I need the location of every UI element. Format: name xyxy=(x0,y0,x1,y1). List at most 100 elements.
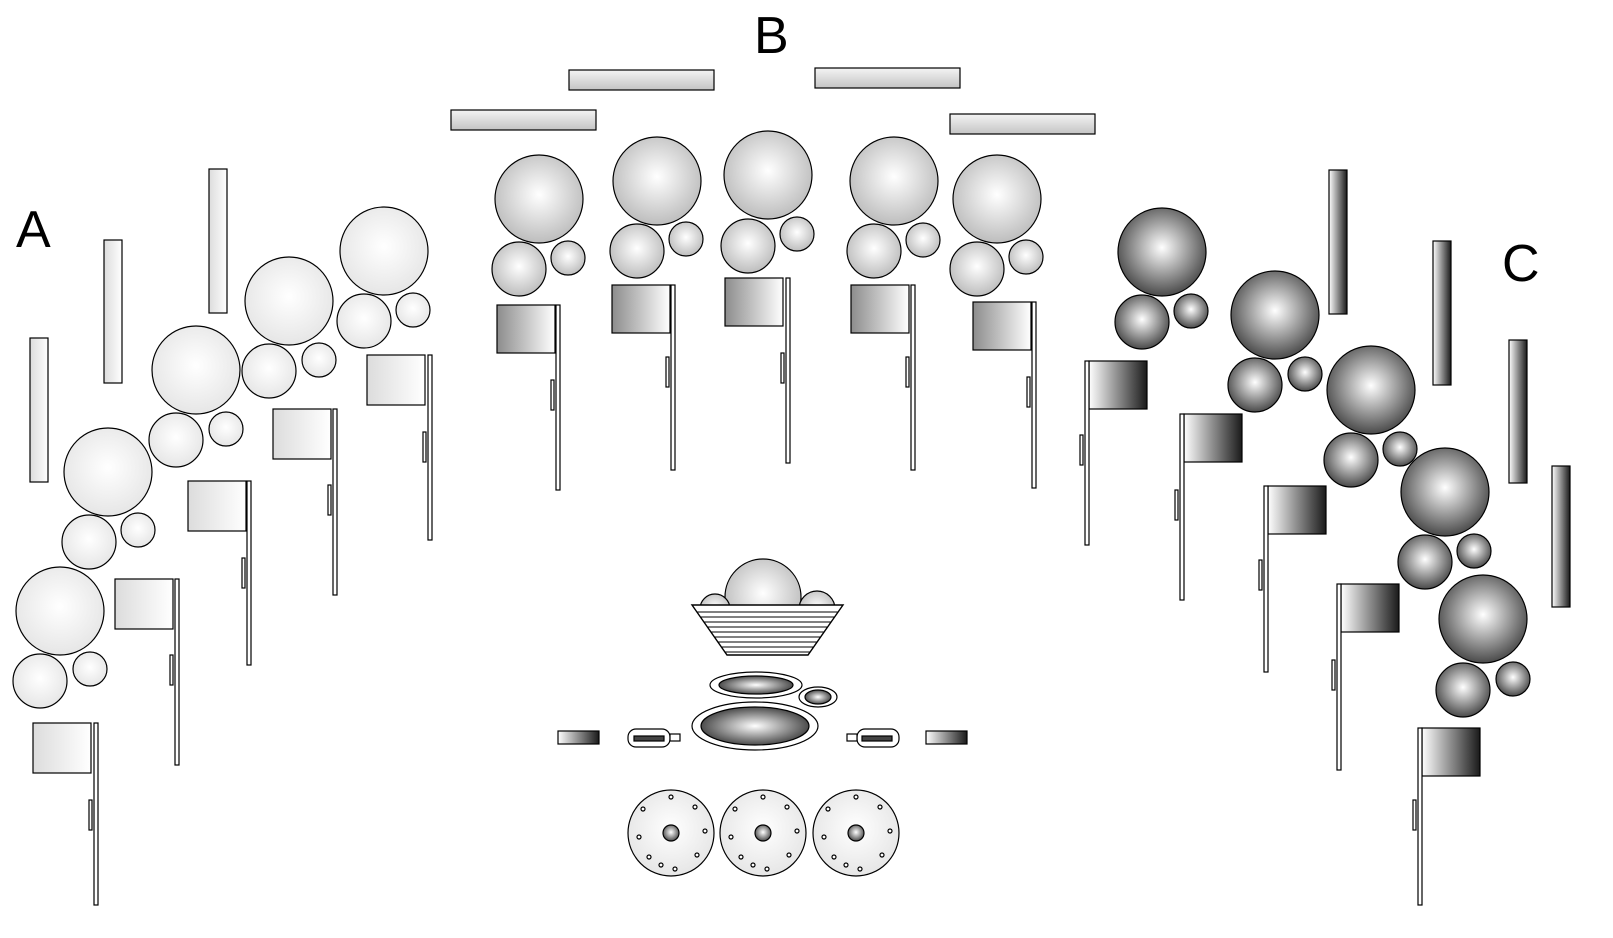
b-horizontal-bar-3 xyxy=(814,67,961,89)
b-drum-1 xyxy=(494,154,584,244)
a-tom-1 xyxy=(12,653,68,709)
b-flag-5-clip xyxy=(1026,376,1031,408)
a-vertical-bar-1 xyxy=(29,337,49,483)
c-flag-4-pole xyxy=(1336,583,1342,771)
c-vertical-bar-2 xyxy=(1432,240,1452,386)
a-flag-2-pole xyxy=(174,578,180,766)
center-plate-hub-2 xyxy=(754,824,772,842)
center-plate-1-dot-9 xyxy=(658,862,664,868)
center-plate-2-dot-3 xyxy=(738,854,744,860)
a-vertical-bar-2 xyxy=(103,239,123,384)
c-vertical-bar-3 xyxy=(1508,339,1528,484)
center-plate-hub-1 xyxy=(662,824,680,842)
b-flag-3-pole xyxy=(785,277,791,464)
center-large-bowl xyxy=(700,706,810,746)
b-small-tom-5 xyxy=(1008,239,1044,275)
a-flag-1-clip xyxy=(88,799,93,831)
center-plate-3-dot-7 xyxy=(887,828,893,834)
b-flag-1-box xyxy=(496,304,556,354)
b-flag-2-clip xyxy=(665,356,670,388)
center-plate-3-dot-8 xyxy=(879,852,885,858)
a-small-tom-2 xyxy=(120,512,156,548)
a-flag-5-clip xyxy=(422,431,427,463)
c-drum-4 xyxy=(1400,447,1490,537)
a-small-tom-3 xyxy=(208,411,244,447)
center-left-shaker-tip xyxy=(669,733,681,742)
b-drum-4 xyxy=(849,136,939,226)
c-tom-4 xyxy=(1397,534,1453,590)
b-flag-3-clip xyxy=(780,352,785,384)
a-flag-4-box xyxy=(272,408,332,460)
b-tom-3 xyxy=(720,218,776,274)
a-tom-3 xyxy=(148,412,204,468)
b-flag-3-box xyxy=(724,277,784,327)
center-right-shaker-tip xyxy=(846,733,858,742)
b-flag-4-clip xyxy=(905,356,910,388)
c-flag-1-pole xyxy=(1084,360,1090,546)
c-drum-2 xyxy=(1230,270,1320,360)
center-plate-3-dot-2 xyxy=(821,834,827,840)
b-tom-4 xyxy=(846,223,902,279)
b-flag-5-pole xyxy=(1031,301,1037,489)
a-flag-2-clip xyxy=(169,654,174,686)
c-flag-3-clip xyxy=(1258,559,1263,591)
a-small-tom-1 xyxy=(72,651,108,687)
c-flag-1-box xyxy=(1088,360,1148,410)
c-flag-2-clip xyxy=(1174,489,1179,521)
center-plate-3-dot-3 xyxy=(831,854,837,860)
a-flag-5-box xyxy=(366,354,426,406)
a-tom-2 xyxy=(61,514,117,570)
c-tom-5 xyxy=(1435,662,1491,718)
b-flag-5-box xyxy=(972,301,1032,351)
a-vertical-bar-3 xyxy=(208,168,228,314)
a-drum-4 xyxy=(244,256,334,346)
c-flag-5-clip xyxy=(1412,799,1417,831)
c-small-tom-4 xyxy=(1456,533,1492,569)
a-small-tom-4 xyxy=(301,342,337,378)
center-plate-3-dot-5 xyxy=(857,866,863,872)
c-flag-1-clip xyxy=(1079,434,1084,466)
section-label-a: A xyxy=(16,201,51,259)
c-flag-2-box xyxy=(1183,413,1243,463)
center-plate-2-dot-4 xyxy=(760,794,766,800)
b-small-tom-2 xyxy=(668,221,704,257)
center-left-block xyxy=(557,730,600,745)
b-drum-3 xyxy=(723,130,813,220)
c-small-tom-2 xyxy=(1287,356,1323,392)
center-plate-1-dot-5 xyxy=(672,866,678,872)
b-flag-1-clip xyxy=(550,379,555,411)
center-plate-2-dot-9 xyxy=(750,862,756,868)
c-tom-2 xyxy=(1227,357,1283,413)
center-plate-3-dot-1 xyxy=(825,806,831,812)
b-horizontal-bar-4 xyxy=(949,113,1096,135)
center-plate-1-dot-4 xyxy=(668,794,674,800)
b-flag-2-pole xyxy=(670,284,676,471)
b-horizontal-bar-2 xyxy=(568,69,715,91)
b-small-tom-1 xyxy=(550,240,586,276)
center-plate-1-dot-8 xyxy=(694,852,700,858)
a-drum-5 xyxy=(339,206,429,296)
b-small-tom-4 xyxy=(905,222,941,258)
a-tom-5 xyxy=(336,293,392,349)
c-small-tom-5 xyxy=(1495,661,1531,697)
c-vertical-bar-1 xyxy=(1328,169,1348,315)
center-plate-3-dot-9 xyxy=(843,862,849,868)
section-label-b: B xyxy=(754,7,789,65)
c-flag-5-pole xyxy=(1417,727,1423,906)
a-flag-3-pole xyxy=(246,480,252,666)
c-small-tom-3 xyxy=(1382,431,1418,467)
section-label-c: C xyxy=(1502,235,1540,293)
b-drum-5 xyxy=(952,154,1042,244)
center-left-shaker-fill xyxy=(633,735,665,742)
b-horizontal-bar-1 xyxy=(450,109,597,131)
c-drum-3 xyxy=(1326,345,1416,435)
c-tom-1 xyxy=(1114,294,1170,350)
c-small-tom-1 xyxy=(1173,293,1209,329)
center-plate-1-dot-7 xyxy=(702,828,708,834)
center-plate-2-dot-8 xyxy=(786,852,792,858)
c-tom-3 xyxy=(1323,432,1379,488)
center-top-bowl xyxy=(718,675,794,695)
a-drum-2 xyxy=(63,427,153,517)
center-right-block xyxy=(925,730,968,745)
